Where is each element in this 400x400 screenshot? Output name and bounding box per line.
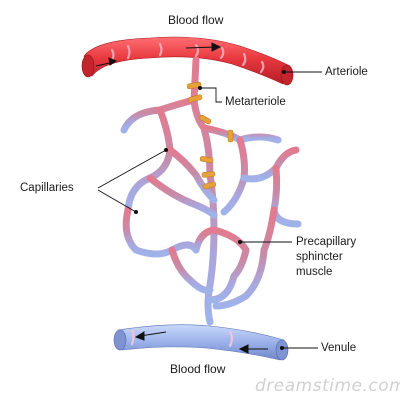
arteriole-flow-arrow-left [95,57,118,67]
precapillary-label-line1: Precapillary [296,236,357,248]
blood-flow-bottom-label: Blood flow [170,362,226,376]
leader-lines [97,69,322,351]
metarteriole-leader [200,87,222,103]
sphincter-band [227,129,234,143]
precapillary-label-line2: sphincter [296,251,343,263]
capillary-network [120,56,302,326]
sphincter-band [199,156,214,164]
venule [113,324,289,361]
capillaries-label: Capillaries [20,182,74,194]
metarteriole-label: Metarteriole [225,96,286,108]
sphincter-band [186,81,202,90]
flow-arrows [95,42,268,354]
sphincter-band [201,171,216,178]
venule-flow-arrow-left [134,331,167,341]
arteriole-flow-arrow-right [185,42,222,52]
precapillary-label-line3: muscle [296,266,333,278]
arteriole-label: Arteriole [325,66,368,78]
capillaries-leader-top [97,149,167,189]
precapillary-sphincters [186,81,234,190]
watermark: dreamstime.com [255,376,400,396]
sphincter-band [202,181,217,190]
sphincter-band [187,94,203,103]
sphincter-band [199,114,212,125]
venule-label: Venule [321,342,357,354]
venule-flow-arrow-right [238,344,268,354]
blood-flow-top-label: Blood flow [168,13,224,27]
capillaries-leader-bottom [97,189,137,213]
